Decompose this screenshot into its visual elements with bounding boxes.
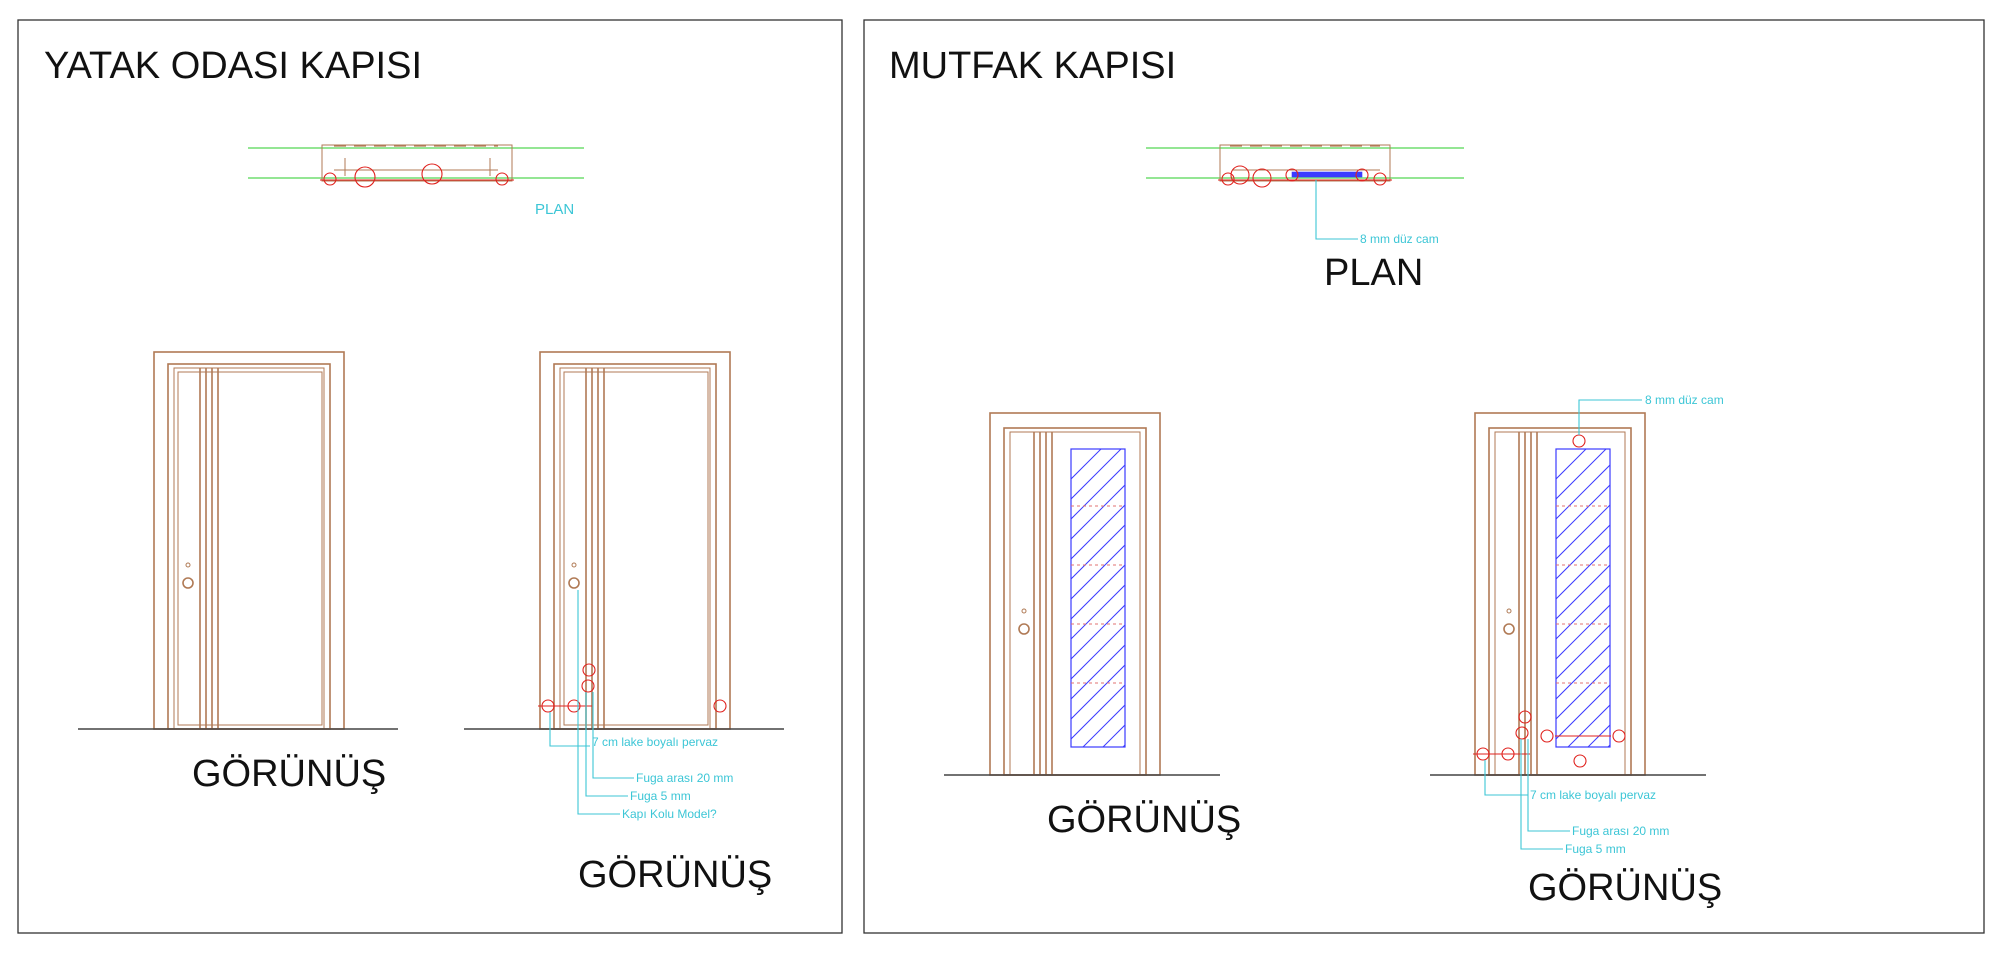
plan-drawing (248, 144, 584, 188)
note-pervaz: 7 cm lake boyalı pervaz (592, 735, 718, 749)
keyhole-icon (1021, 608, 1027, 614)
door-handle-icon (568, 577, 580, 589)
plan-label: PLAN (1324, 252, 1423, 294)
plan-label: PLAN (535, 201, 574, 218)
note-fuga: Fuga 5 mm (630, 789, 691, 803)
keyhole-icon (1506, 608, 1512, 614)
door-handle-icon (1018, 623, 1030, 635)
plan-note: 8 mm düz cam (1360, 232, 1439, 246)
glass-section (1291, 171, 1363, 178)
keyhole-icon (571, 562, 577, 568)
door-elevation-2 (464, 351, 784, 815)
panel-title: MUTFAK KAPISI (889, 45, 1176, 87)
glass-hatch (1556, 449, 1610, 747)
note-fuga-arasi: Fuga arası 20 mm (1572, 824, 1669, 838)
view-label-1: GÖRÜNÜŞ (1047, 799, 1241, 841)
door-elevation-1 (78, 351, 398, 730)
door-elevation-2 (1430, 399, 1706, 850)
glass-panel (1070, 448, 1126, 748)
glass-hatch (1071, 449, 1125, 747)
keyhole-icon (185, 562, 191, 568)
plan-drawing (1146, 144, 1464, 240)
panel-yatak-odasi: YATAK ODASI KAPISI PLAN (17, 19, 843, 934)
note-fuga-arasi: Fuga arası 20 mm (636, 771, 733, 785)
view-label-1: GÖRÜNÜŞ (192, 753, 386, 795)
panel-mutfak: MUTFAK KAPISI 8 mm düz cam PLAN (863, 19, 1985, 934)
glass-panel (1555, 448, 1611, 748)
door-handle-icon (182, 577, 194, 589)
panel-border (17, 19, 843, 934)
glass-note: 8 mm düz cam (1645, 393, 1724, 407)
view-label-2: GÖRÜNÜŞ (578, 854, 772, 896)
door-elevation-1 (944, 412, 1220, 776)
view-label-2: GÖRÜNÜŞ (1528, 867, 1722, 909)
door-handle-icon (1503, 623, 1515, 635)
panel-border (863, 19, 1985, 934)
note-pervaz: 7 cm lake boyalı pervaz (1530, 788, 1656, 802)
note-fuga: Fuga 5 mm (1565, 842, 1626, 856)
panel-title: YATAK ODASI KAPISI (44, 45, 422, 87)
note-kapi-kolu: Kapı Kolu Model? (622, 807, 717, 821)
